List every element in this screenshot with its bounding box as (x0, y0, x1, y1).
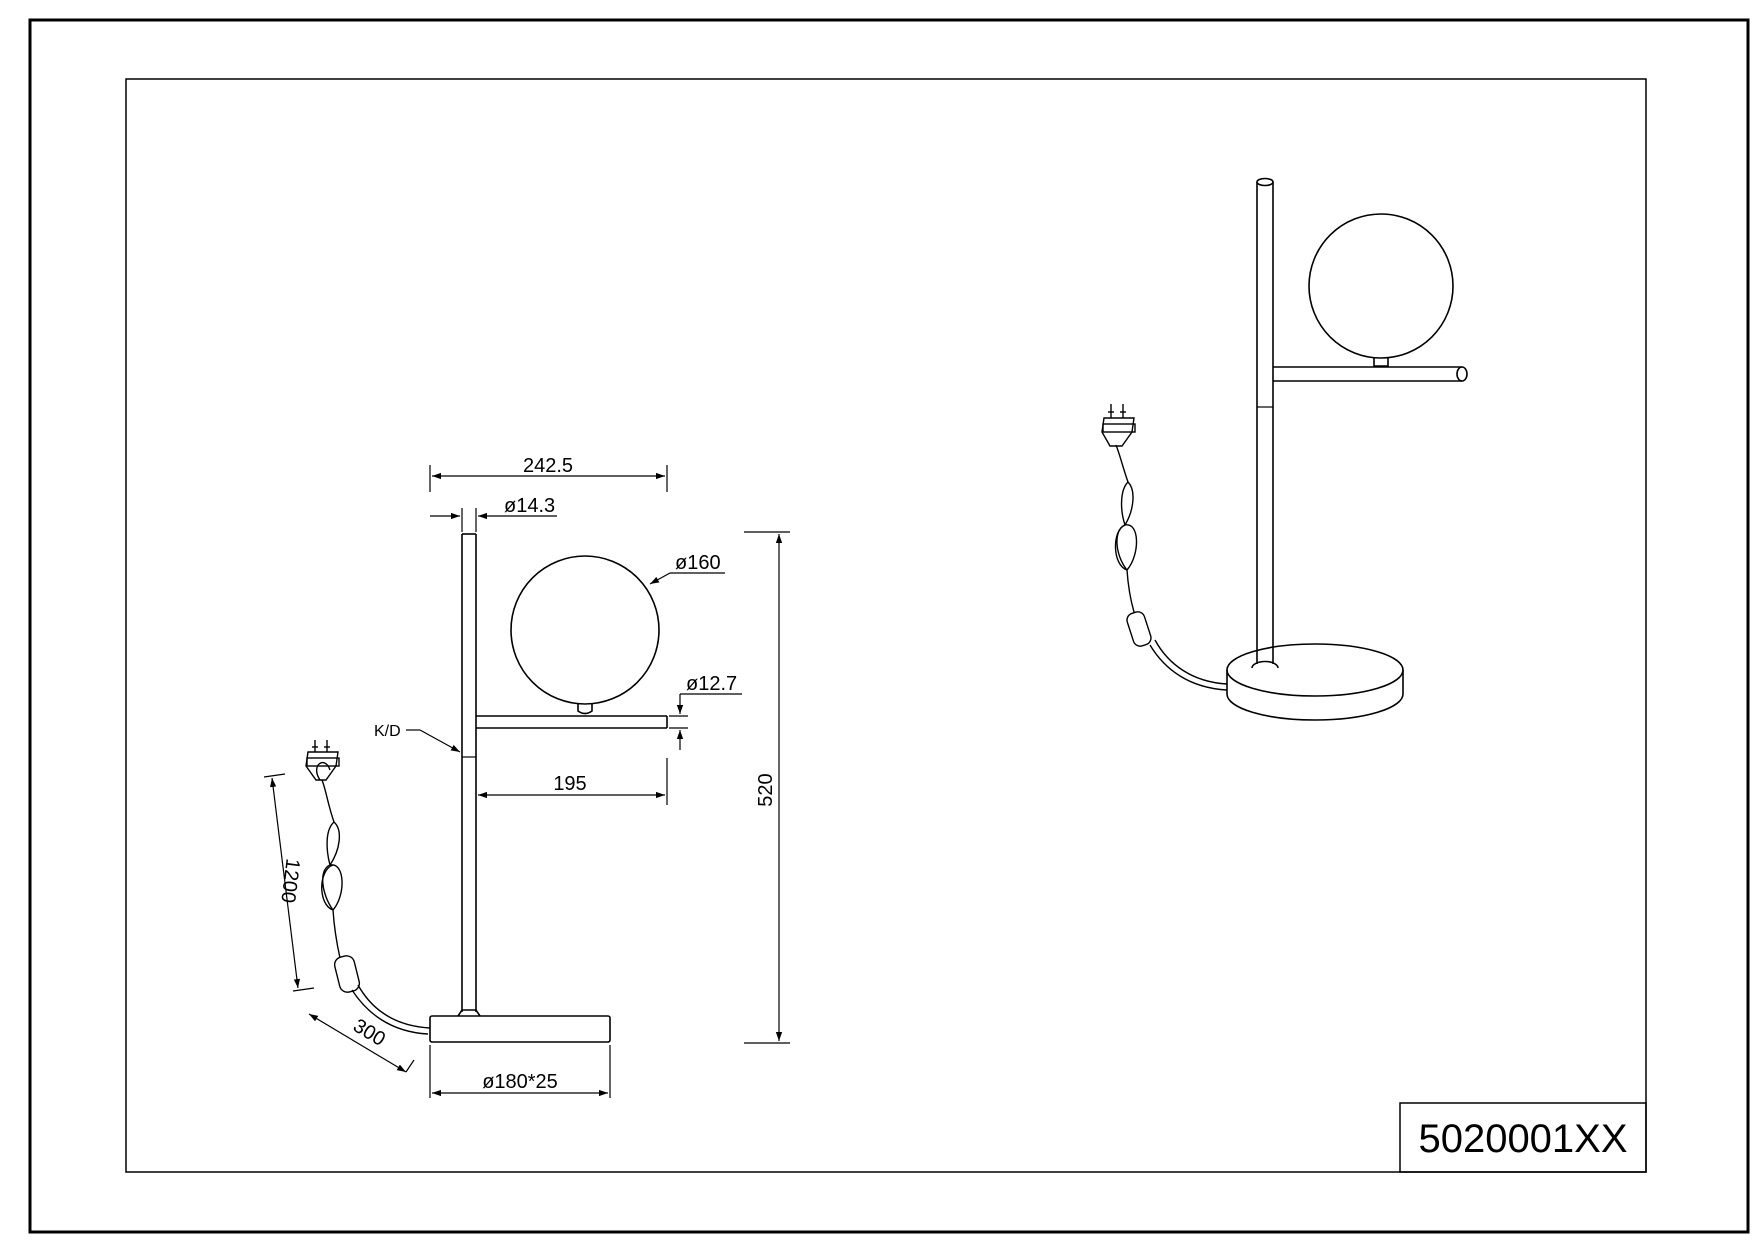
lamp-pole (461, 533, 477, 1012)
lamp-arm (476, 715, 668, 729)
perspective-pole (1256, 177, 1274, 664)
dim-arm-diameter: ø12.7 (686, 673, 737, 695)
dim-total-width: 242.5 (523, 455, 573, 477)
dimensions (263, 465, 790, 1098)
dim-total-height: 520 (755, 773, 777, 806)
perspective-plug (1101, 404, 1136, 447)
dim-pole-diameter: ø14.3 (504, 495, 555, 517)
power-cable (315, 761, 431, 1035)
kd-label: K/D (374, 723, 401, 740)
outer-border (28, 18, 1750, 1234)
perspective-base (1226, 643, 1404, 721)
dim-arm-length: 195 (553, 773, 586, 795)
globe-holder (577, 704, 593, 715)
lamp-base (429, 1009, 611, 1043)
lamp-globe (510, 555, 660, 705)
dim-base-size: ø180*25 (482, 1071, 558, 1093)
dim-globe-diameter: ø160 (675, 552, 721, 574)
perspective-globe (1308, 213, 1454, 359)
perspective-view (1101, 177, 1468, 721)
dim-cable-length: 1200 (276, 857, 303, 904)
perspective-arm (1273, 366, 1468, 382)
part-number: 5020001XX (1418, 1117, 1627, 1161)
front-view (305, 533, 668, 1043)
perspective-globe-holder (1373, 358, 1389, 367)
power-plug (305, 740, 340, 781)
inner-frame (125, 78, 1647, 1173)
title-block: 5020001XX (1399, 1102, 1647, 1173)
perspective-cable (1114, 444, 1228, 691)
